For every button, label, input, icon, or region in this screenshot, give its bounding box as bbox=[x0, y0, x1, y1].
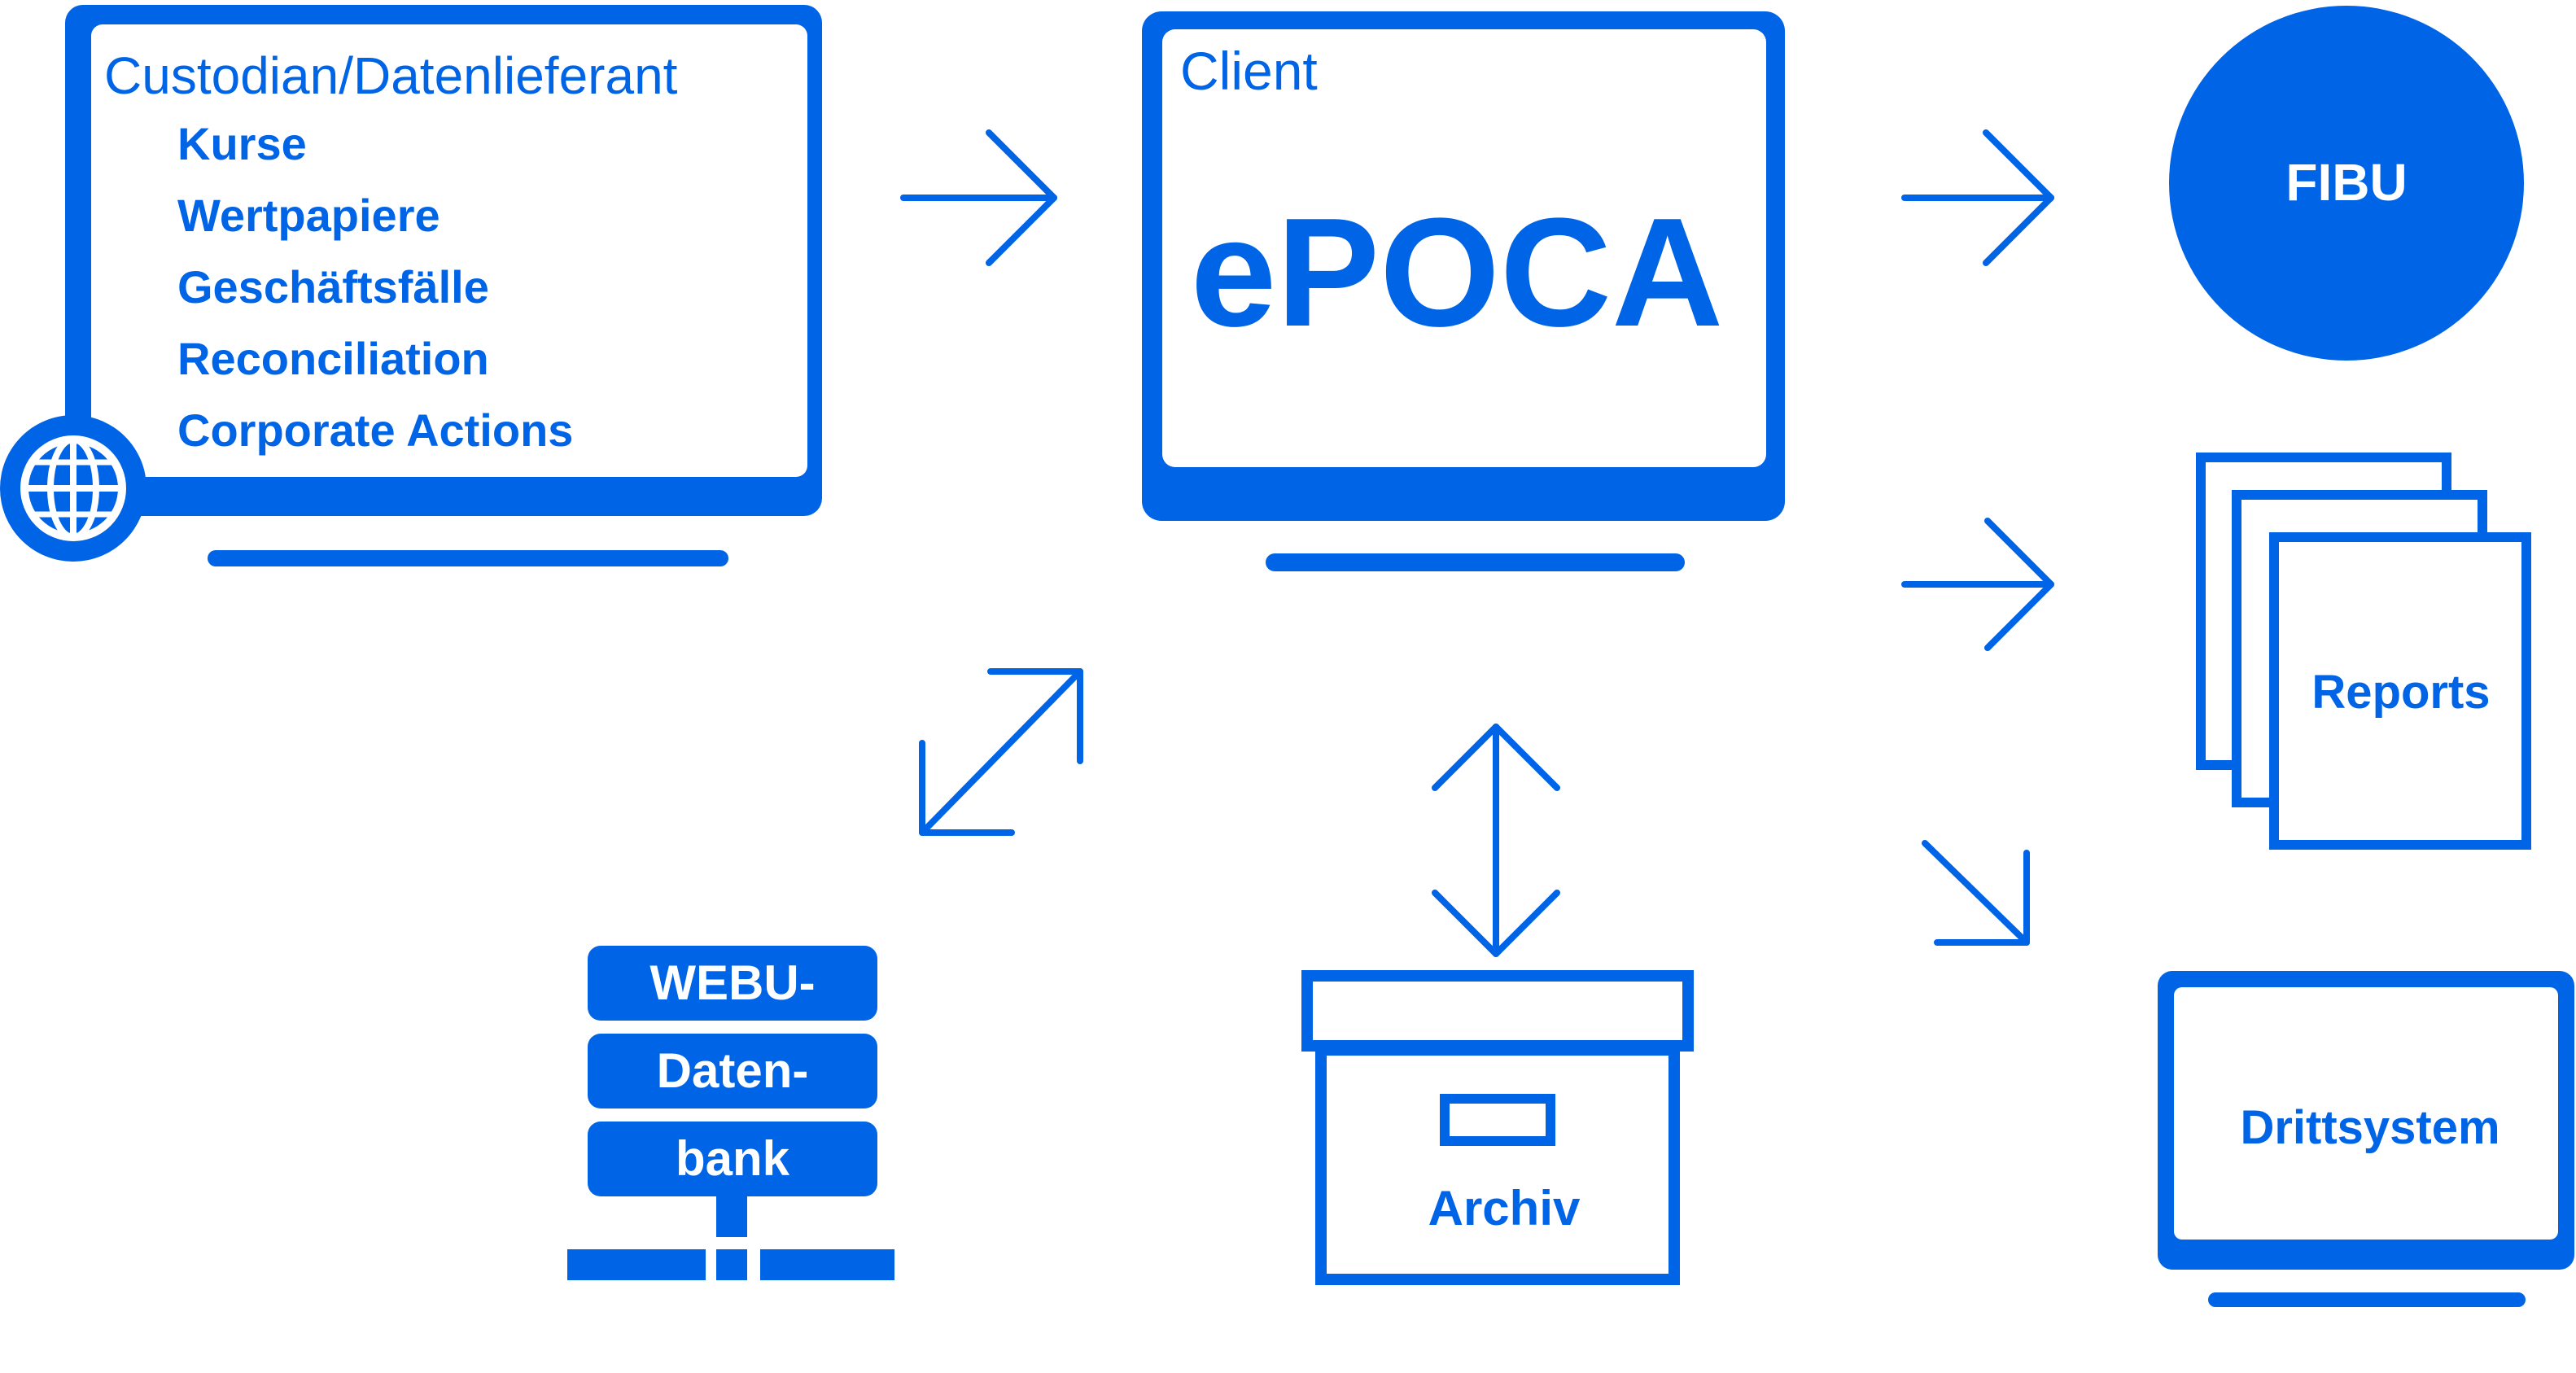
drittsystem-monitor-stand bbox=[2208, 1292, 2526, 1307]
client-monitor: Client ePOCA bbox=[1142, 11, 1785, 571]
database-label-line-1: WEBU- bbox=[649, 955, 815, 1010]
archive-box-body bbox=[1315, 1044, 1680, 1285]
database-slab-3 bbox=[588, 1122, 877, 1196]
custodian-title: Custodian/Datenlieferant bbox=[104, 46, 678, 105]
archive-node: Archiv bbox=[1301, 970, 1694, 1285]
database-slab-1 bbox=[588, 946, 877, 1021]
database-label-line-2: Daten- bbox=[657, 1043, 809, 1098]
arrow-custodian-to-client bbox=[900, 129, 1057, 266]
client-monitor-screen bbox=[1162, 29, 1766, 467]
client-label: Client bbox=[1180, 41, 1318, 101]
reports-node: Reports bbox=[2196, 453, 2531, 850]
arrow-client-archive-bidirectional bbox=[1432, 724, 1560, 957]
custodian-item-reconciliation: Reconciliation bbox=[177, 333, 489, 384]
custodian-item-kurse: Kurse bbox=[177, 118, 307, 169]
database-network-right bbox=[760, 1249, 894, 1280]
fibu-circle bbox=[2169, 6, 2524, 361]
drittsystem-label: Drittsystem bbox=[2240, 1101, 2499, 1154]
database-slab-2 bbox=[588, 1034, 877, 1108]
drittsystem-monitor: Drittsystem bbox=[2158, 971, 2574, 1307]
custodian-monitor-screen bbox=[91, 24, 807, 477]
archive-box-handle bbox=[1440, 1094, 1555, 1146]
arrow-client-to-drittsystem bbox=[1922, 840, 2030, 946]
arrow-database-client-bidirectional bbox=[919, 668, 1083, 836]
custodian-monitor: Custodian/Datenlieferant Kurse Wertpapie… bbox=[0, 5, 822, 566]
product-name: ePOCA bbox=[1191, 186, 1724, 359]
archive-label: Archiv bbox=[1428, 1181, 1581, 1235]
database-label-line-3: bank bbox=[676, 1131, 790, 1186]
arrow-client-to-reports bbox=[1901, 518, 2054, 651]
arrow-client-to-fibu bbox=[1901, 129, 2054, 266]
archive-box-lid bbox=[1301, 970, 1694, 1052]
database-connector bbox=[716, 1196, 747, 1237]
custodian-monitor-stand bbox=[208, 550, 728, 566]
database-network-left bbox=[567, 1249, 706, 1280]
custodian-item-wertpapiere: Wertpapiere bbox=[177, 190, 440, 241]
client-monitor-stand bbox=[1266, 553, 1685, 571]
reports-label: Reports bbox=[2311, 666, 2490, 719]
globe-icon bbox=[0, 415, 147, 562]
drittsystem-monitor-screen bbox=[2174, 987, 2558, 1240]
fibu-label: FIBU bbox=[2285, 153, 2407, 212]
report-page-front bbox=[2269, 532, 2531, 850]
custodian-item-geschaeftsfaelle: Geschäftsfälle bbox=[177, 261, 489, 313]
database-node: WEBU- Daten- bank bbox=[567, 946, 894, 1280]
custodian-item-corporate-actions: Corporate Actions bbox=[177, 404, 573, 456]
fibu-node: FIBU bbox=[2169, 6, 2524, 361]
database-network-node bbox=[716, 1249, 747, 1280]
